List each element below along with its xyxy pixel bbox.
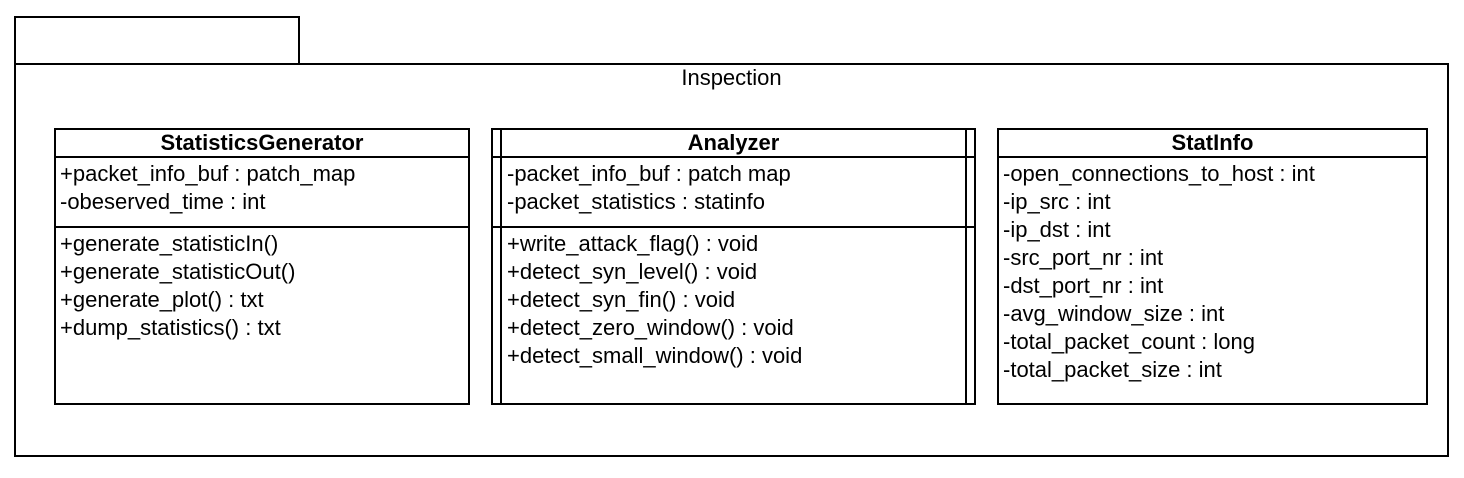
attribute: -packet_info_buf : patch map (507, 161, 791, 186)
package-frame (14, 63, 1449, 457)
operation: +detect_small_window() : void (507, 343, 803, 368)
operation: +detect_syn_fin() : void (507, 287, 736, 312)
attribute: -ip_src : int (1003, 189, 1111, 214)
operations-compartment: +write_attack_flag() : void +detect_syn_… (493, 228, 974, 370)
active-class-right-bar (965, 130, 967, 403)
operation: +dump_statistics() : txt (60, 315, 281, 340)
operation: +write_attack_flag() : void (507, 231, 759, 256)
operation: +detect_zero_window() : void (507, 315, 794, 340)
attributes-compartment: +packet_info_buf : patch_map -obeserved_… (56, 158, 468, 228)
attribute: -ip_dst : int (1003, 217, 1111, 242)
attribute: -obeserved_time : int (60, 189, 266, 214)
class-name: StatisticsGenerator (56, 130, 468, 158)
class-name: StatInfo (999, 130, 1426, 158)
attributes-compartment: -open_connections_to_host : int -ip_src … (999, 158, 1426, 384)
attribute: +packet_info_buf : patch_map (60, 161, 356, 186)
operation: +detect_syn_level() : void (507, 259, 758, 284)
attribute: -dst_port_nr : int (1003, 273, 1164, 298)
attribute: -packet_statistics : statinfo (507, 189, 765, 214)
class-statistics-generator: StatisticsGenerator +packet_info_buf : p… (54, 128, 470, 405)
operation: +generate_plot() : txt (60, 287, 264, 312)
class-name: Analyzer (493, 130, 974, 158)
operations-compartment: +generate_statisticIn() +generate_statis… (56, 228, 468, 342)
operation: +generate_statisticOut() (60, 259, 296, 284)
package-tab (14, 16, 300, 63)
attribute: -total_packet_count : long (1003, 329, 1255, 354)
attribute: -open_connections_to_host : int (1003, 161, 1315, 186)
attributes-compartment: -packet_info_buf : patch map -packet_sta… (493, 158, 974, 228)
attribute: -src_port_nr : int (1003, 245, 1164, 270)
class-stat-info: StatInfo -open_connections_to_host : int… (997, 128, 1428, 405)
active-class-left-bar (500, 130, 502, 403)
attribute: -total_packet_size : int (1003, 357, 1222, 382)
operation: +generate_statisticIn() (60, 231, 279, 256)
class-analyzer: Analyzer -packet_info_buf : patch map -p… (491, 128, 976, 405)
package-name: Inspection (681, 65, 782, 90)
attribute: -avg_window_size : int (1003, 301, 1225, 326)
